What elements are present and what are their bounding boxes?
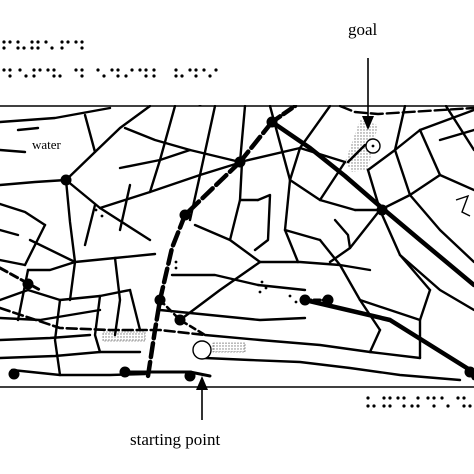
map-braille-dots (94, 105, 298, 304)
braille-legend-top (2, 40, 218, 78)
braille-row-2 (2, 68, 218, 78)
start-area-hatch-left (102, 331, 146, 342)
goal-label: goal (348, 20, 378, 39)
braille-legend-bottom (366, 396, 472, 408)
goal-arrow-icon (362, 58, 374, 130)
stream-path (455, 194, 471, 217)
start-area-hatch-right (212, 342, 246, 353)
starting-point-label: starting point (130, 430, 221, 449)
start-arrow-icon (196, 376, 208, 420)
braille-row-1 (2, 40, 84, 50)
water-label: water (32, 137, 61, 152)
start-circle-icon (192, 340, 212, 360)
goal-area-hatch (345, 120, 378, 172)
intersection-dots (8, 116, 474, 382)
street-network (0, 105, 474, 382)
goal-center-dot (371, 144, 375, 148)
